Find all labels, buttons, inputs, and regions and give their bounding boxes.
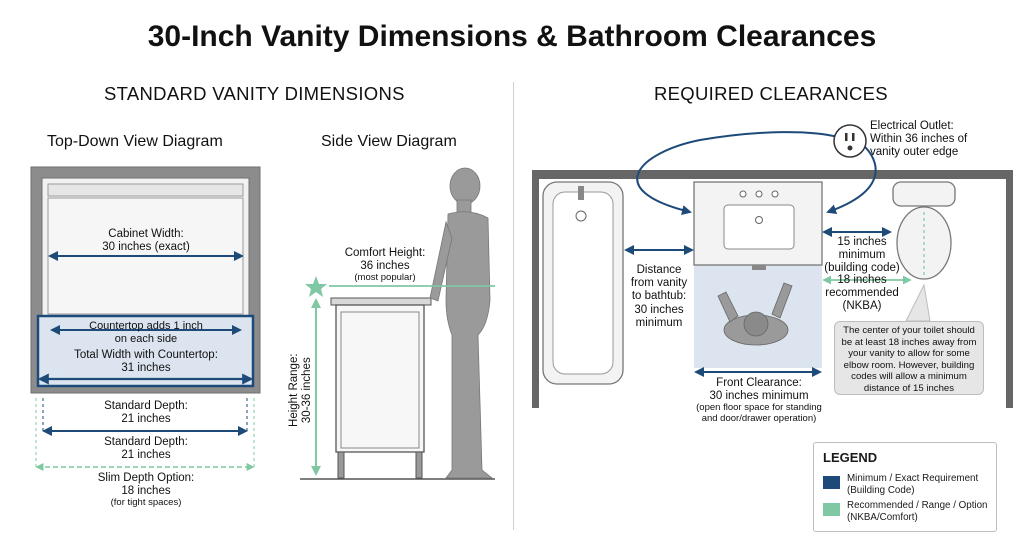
top-view-heading: Top-Down View Diagram bbox=[47, 133, 223, 150]
front-clearance-label: Front Clearance: 30 inches minimum (open… bbox=[696, 377, 822, 425]
callout-pointer bbox=[905, 283, 931, 322]
cabinet-width-label: Cabinet Width: 30 inches (exact) bbox=[102, 228, 190, 254]
section-divider bbox=[513, 82, 514, 530]
slim-depth-label: Slim Depth Option: 18 inches (for tight … bbox=[97, 472, 195, 509]
standard-depth-label-b: Standard Depth: 21 inches bbox=[104, 436, 188, 462]
section-heading-standard: STANDARD VANITY DIMENSIONS bbox=[104, 83, 405, 104]
outlet-arc-right bbox=[826, 143, 877, 215]
vanity-top-view bbox=[693, 181, 823, 270]
room-walls bbox=[532, 170, 1013, 408]
total-width-label: Total Width with Countertop: 31 inches bbox=[74, 349, 218, 375]
section-heading-clearances: REQUIRED CLEARANCES bbox=[654, 83, 888, 104]
person-top-view-icon bbox=[717, 282, 793, 346]
top-view-cabinet bbox=[30, 166, 261, 394]
person-silhouette-side bbox=[429, 167, 494, 479]
legend-item-minimum: Minimum / Exact Requirement (Building Co… bbox=[847, 473, 979, 496]
side-view-heading: Side View Diagram bbox=[321, 133, 457, 150]
toilet-rec-label: 18 inches recommended (NKBA) bbox=[825, 274, 899, 313]
height-range-label: Height Range: 30-36 inches bbox=[287, 353, 313, 427]
countertop-note-label: Countertop adds 1 inch on each side bbox=[89, 320, 203, 345]
outlet-arc-left bbox=[636, 131, 839, 215]
legend-title: LEGEND bbox=[823, 450, 878, 465]
outlet-icon bbox=[833, 124, 867, 158]
standard-depth-label-a: Standard Depth: 21 inches bbox=[104, 400, 188, 426]
bathtub bbox=[542, 181, 624, 385]
outlet-label: Electrical Outlet: Within 36 inches of v… bbox=[870, 120, 968, 159]
toilet-min-label: 15 inches minimum (building code) bbox=[824, 236, 900, 275]
bathtub-distance-label: Distance from vanity to bathtub: 30 inch… bbox=[630, 264, 688, 329]
legend-swatch-recommended bbox=[823, 503, 840, 516]
legend-swatch-minimum bbox=[823, 476, 840, 489]
legend-item-recommended: Recommended / Range / Option (NKBA/Comfo… bbox=[847, 500, 988, 523]
comfort-height-label: Comfort Height: 36 inches (most popular) bbox=[344, 247, 426, 284]
toilet-callout: The center of your toilet should be at l… bbox=[834, 321, 984, 395]
star-icon bbox=[305, 276, 327, 297]
side-view-vanity bbox=[300, 297, 495, 480]
toilet bbox=[892, 181, 956, 280]
legend: LEGEND Minimum / Exact Requirement (Buil… bbox=[813, 442, 997, 532]
page-title: 30-Inch Vanity Dimensions & Bathroom Cle… bbox=[147, 20, 877, 53]
